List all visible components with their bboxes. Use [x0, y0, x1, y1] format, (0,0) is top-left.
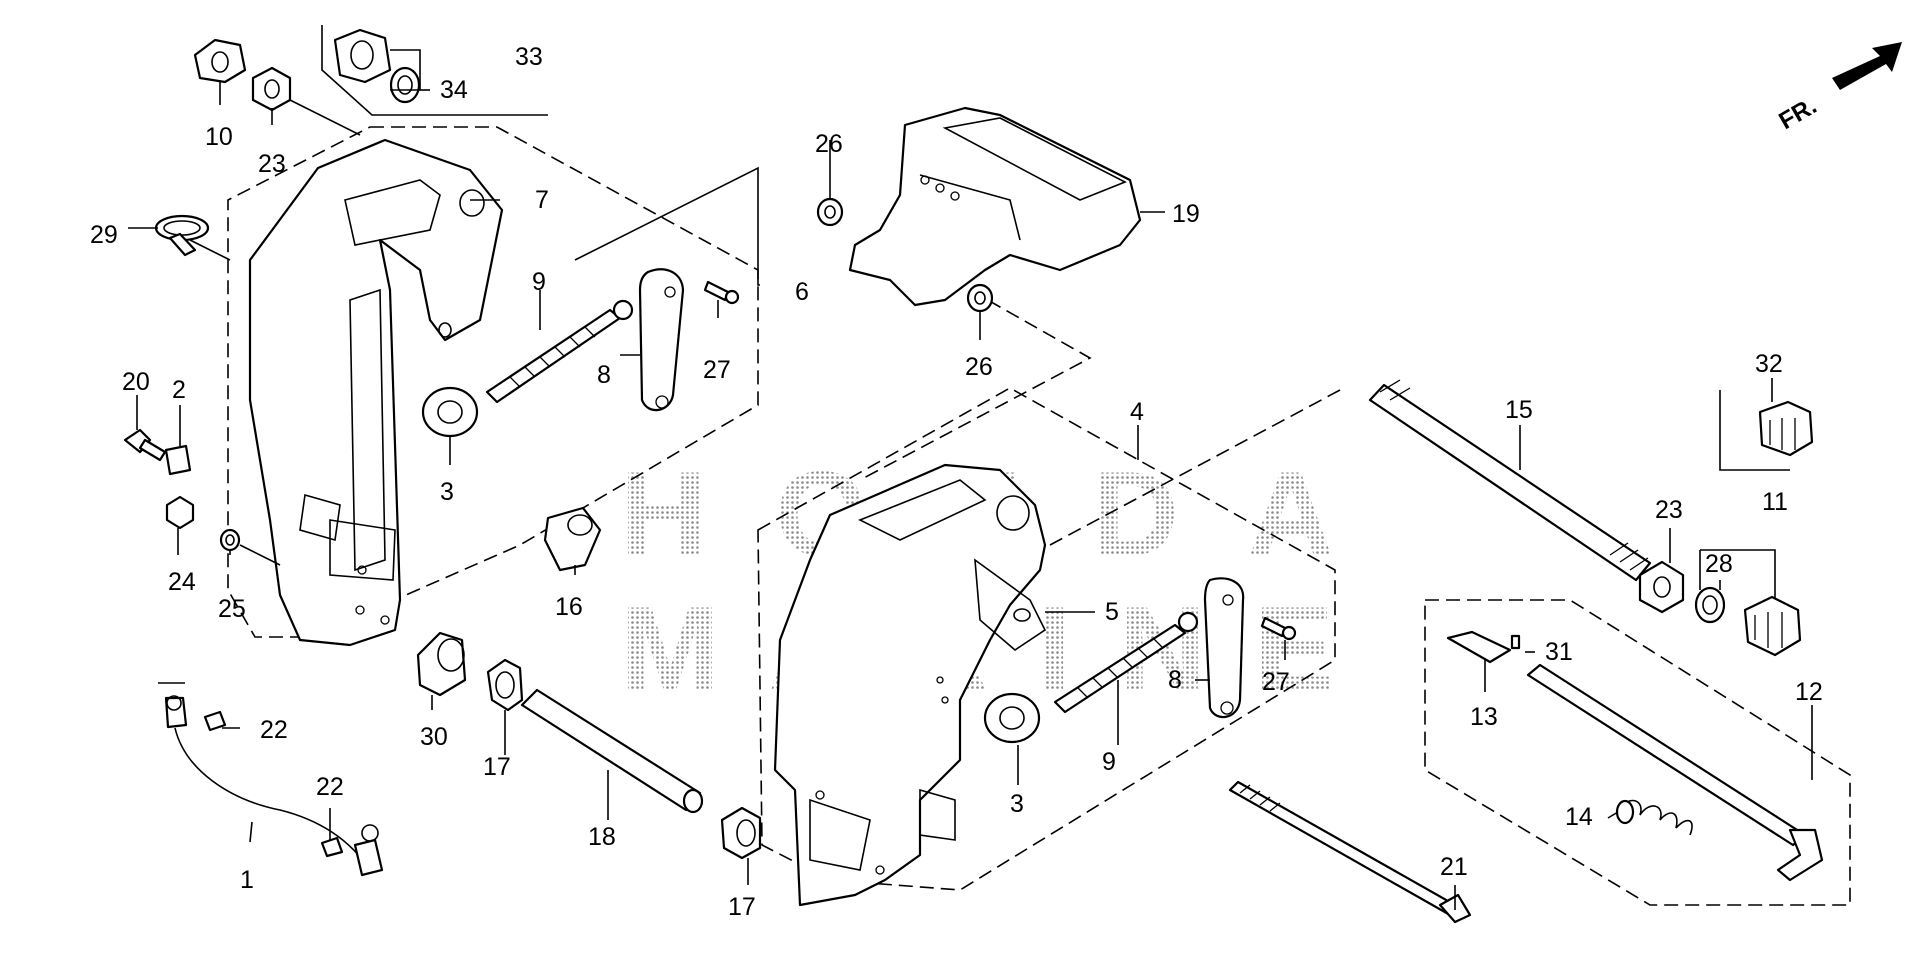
nut-set-outline — [321, 25, 548, 116]
leader-26-bracket — [859, 289, 1092, 481]
callout-3-left: 3 — [440, 478, 454, 506]
callout-27-left: 27 — [703, 356, 731, 384]
spring-14 — [1615, 799, 1693, 836]
washer-26-lower — [966, 283, 994, 313]
screw-27-right — [1260, 616, 1297, 641]
callout-22-lower: 22 — [316, 773, 344, 801]
callout-8-right: 8 — [1168, 666, 1182, 694]
tilt-shaft-15 — [1368, 379, 1652, 582]
nut-2 — [164, 444, 192, 476]
callout-30: 30 — [420, 723, 448, 751]
washer-26-upper — [816, 197, 844, 227]
callout-32: 32 — [1755, 350, 1783, 378]
collar-17-lower — [720, 806, 762, 860]
cap-11 — [1743, 595, 1802, 657]
callout-5: 5 — [1105, 598, 1119, 626]
front-direction-indicator: FR. — [1774, 42, 1902, 135]
nut-10 — [193, 38, 247, 84]
callout-7: 7 — [535, 186, 549, 214]
callout-18: 18 — [588, 823, 616, 851]
callout-11: 11 — [1762, 488, 1788, 516]
callout-13: 13 — [1470, 703, 1498, 731]
callout-29: 29 — [90, 221, 118, 249]
right-bracket-outline — [757, 387, 1336, 891]
ground-cable — [158, 682, 384, 877]
washer-pad-right — [983, 692, 1041, 744]
callout-2: 2 — [172, 376, 186, 404]
callout-9-left: 9 — [532, 268, 546, 296]
callout-17-lower: 17 — [728, 893, 756, 921]
callout-23-top: 23 — [258, 150, 286, 178]
callout-33: 33 — [515, 43, 543, 71]
washer-25 — [219, 528, 241, 552]
tilt-lever — [848, 106, 1142, 307]
callout-28: 28 — [1705, 550, 1733, 578]
callout-15: 15 — [1505, 396, 1533, 424]
cap-nut-33 — [333, 28, 392, 84]
callout-12: 12 — [1795, 678, 1823, 706]
callout-8-left: 8 — [597, 361, 611, 389]
callout-4: 4 — [1130, 398, 1144, 426]
stern-bracket-right — [773, 463, 1047, 907]
washer-pad-left — [421, 386, 479, 438]
bolt-21 — [1228, 780, 1472, 924]
callout-31: 31 — [1545, 638, 1573, 666]
adjust-screw-left — [485, 299, 634, 404]
washer-34 — [389, 66, 421, 104]
callout-1: 1 — [240, 866, 254, 894]
cap-32 — [1758, 400, 1814, 457]
nut-23-left — [251, 66, 292, 112]
bushing-30 — [416, 631, 467, 697]
leader-lines — [128, 49, 1813, 910]
callout-23-right: 23 — [1655, 496, 1683, 524]
callout-9-right: 9 — [1102, 748, 1116, 776]
callout-24: 24 — [168, 568, 196, 596]
collar-17-upper — [486, 658, 524, 712]
bracket-link-left — [638, 268, 685, 412]
callout-10: 10 — [205, 123, 233, 151]
callout-20: 20 — [122, 368, 150, 396]
screw-27-left — [703, 280, 740, 305]
callout-16: 16 — [555, 593, 583, 621]
callout-19: 19 — [1172, 200, 1200, 228]
leader-19-bracket — [1049, 389, 1341, 546]
left-bracket-outline — [227, 126, 759, 638]
bracket-link-right — [1203, 577, 1245, 718]
hose-clamp-29 — [154, 214, 210, 257]
cap-outline — [1719, 390, 1790, 471]
stern-bracket-left — [248, 138, 504, 647]
callout-26-top: 26 — [815, 130, 843, 158]
adjust-screw-right — [1053, 611, 1199, 714]
tilt-shaft-18 — [520, 688, 704, 814]
callout-6: 6 — [795, 278, 809, 306]
nut-24 — [165, 495, 195, 530]
washer-28 — [1694, 586, 1726, 624]
callout-labels: 10 23 33 34 29 7 9 8 27 6 3 20 2 24 25 1… — [90, 43, 1823, 921]
callout-3-right: 3 — [1010, 790, 1024, 818]
callout-26-lower: 26 — [965, 353, 993, 381]
callout-17-upper: 17 — [483, 753, 511, 781]
front-label: FR. — [1774, 92, 1821, 135]
callout-27-right: 27 — [1262, 668, 1290, 696]
callout-22-upper: 22 — [260, 716, 288, 744]
leader-6 — [574, 166, 760, 286]
lock-plate-13 — [1446, 630, 1512, 664]
bushing-16 — [543, 506, 602, 572]
front-arrow-icon — [1832, 42, 1902, 90]
callout-25: 25 — [218, 595, 246, 623]
callout-21: 21 — [1440, 853, 1468, 881]
lock-lever-rod — [1526, 663, 1824, 882]
pin-31 — [1510, 634, 1521, 650]
bolt-20 — [123, 428, 167, 462]
callout-14: 14 — [1565, 803, 1593, 831]
assembly-outlines — [227, 25, 1851, 906]
callout-34: 34 — [440, 76, 468, 104]
nut-23-right — [1638, 560, 1685, 614]
